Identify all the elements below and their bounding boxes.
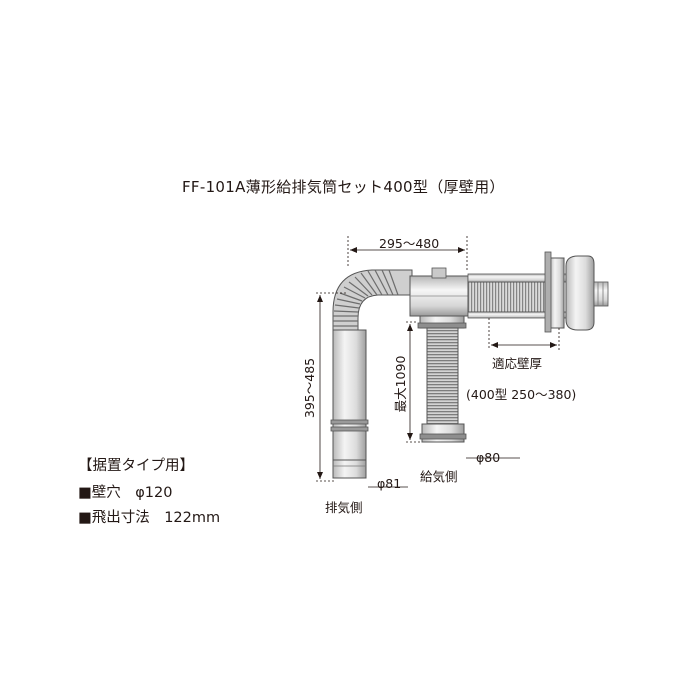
dim-wall-thickness-label: 適応壁厚 bbox=[492, 356, 542, 371]
dim-intake-height: 最大1090 bbox=[393, 356, 408, 413]
dimension-lines bbox=[316, 236, 560, 488]
exhaust-side-label: 排気側 bbox=[325, 500, 363, 515]
intake-pipe bbox=[417, 315, 467, 443]
dim-exhaust-diameter: φ81 bbox=[377, 476, 401, 491]
diagram-title: FF-101A薄形給排気筒セット400型（厚壁用） bbox=[182, 178, 505, 196]
exhaust-pipe bbox=[330, 269, 413, 479]
intake-side-label: 給気側 bbox=[420, 469, 458, 484]
dim-exhaust-height: 395～485 bbox=[302, 358, 317, 418]
spec-wall-hole: ■壁穴 φ120 bbox=[78, 485, 173, 501]
dim-wall-thickness-range: (400型 250～380) bbox=[466, 387, 576, 402]
spec-heading: 【据置タイプ用】 bbox=[78, 458, 194, 474]
spec-protrusion: ■飛出寸法 122mm bbox=[78, 510, 221, 526]
horizontal-pipe bbox=[409, 251, 609, 333]
dim-horizontal-length: 295～480 bbox=[379, 236, 439, 251]
dim-intake-diameter: φ80 bbox=[476, 450, 500, 465]
